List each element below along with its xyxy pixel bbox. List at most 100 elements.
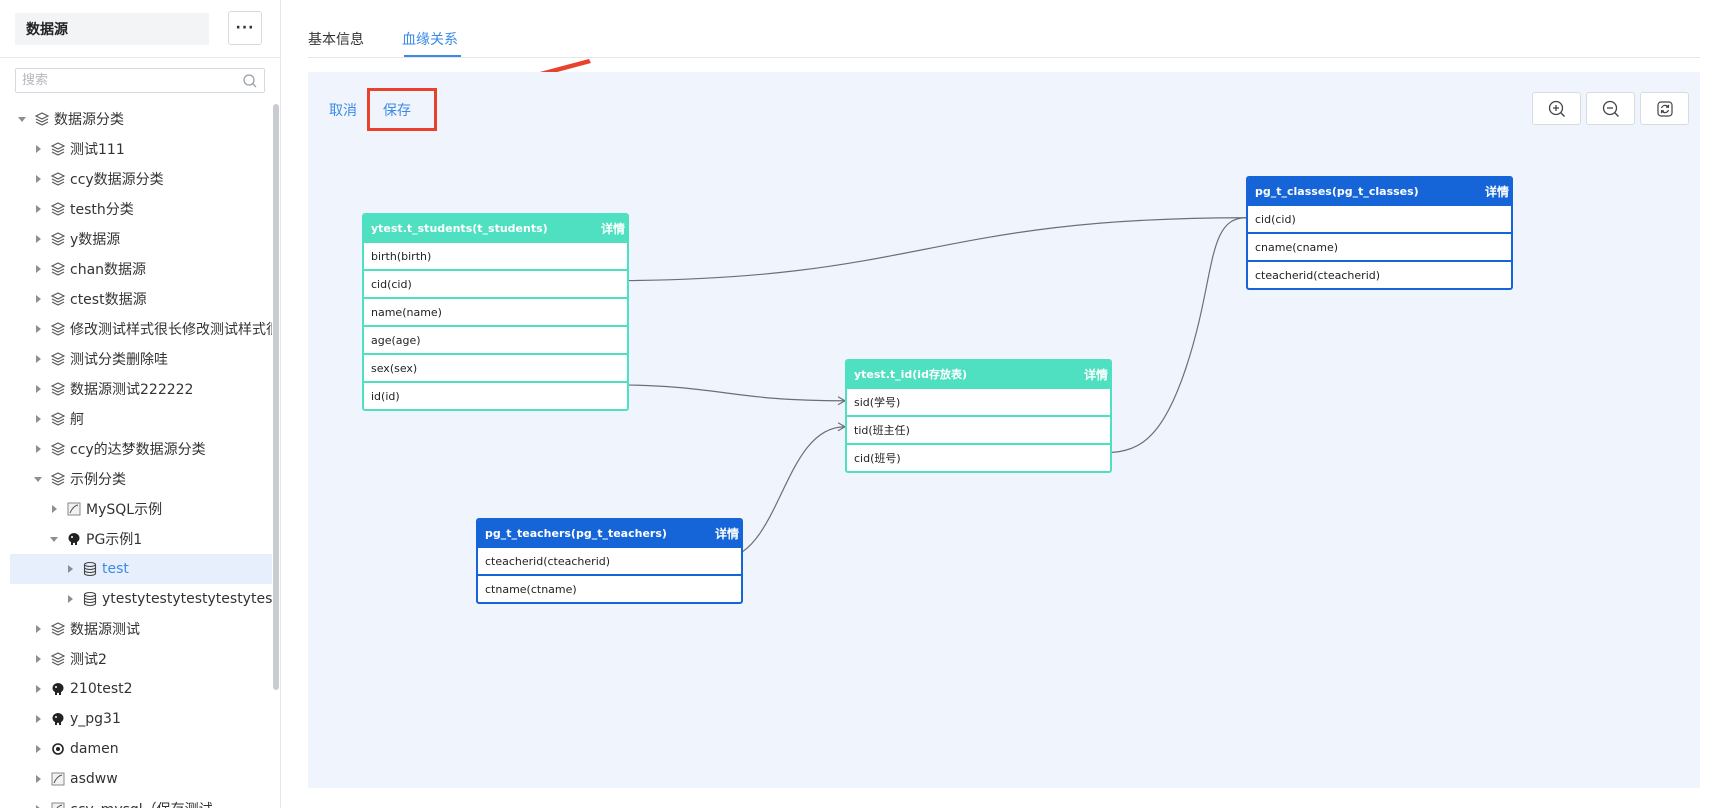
table-field-row[interactable]: ctname(ctname) (478, 574, 741, 602)
caret-right-icon[interactable] (32, 263, 44, 275)
table-node-header[interactable]: ytest.t_id(id存放表)详情 (847, 361, 1110, 387)
sidebar-scrollbar[interactable] (273, 104, 279, 690)
table-field-row[interactable]: cname(cname) (1248, 232, 1511, 260)
lineage-edge[interactable] (1086, 217, 1247, 454)
tree-item[interactable]: chan数据源 (10, 254, 272, 284)
caret-right-icon[interactable] (32, 353, 44, 365)
more-button[interactable]: ··· (228, 11, 262, 45)
tree-item[interactable]: 舸 (10, 404, 272, 434)
tree-item[interactable]: 示例分类 (10, 464, 272, 494)
tree-item[interactable]: ytestytestytestytestytestytest (10, 584, 272, 614)
tree-item-label: ytestytestytestytestytestytest (102, 591, 272, 607)
save-button[interactable]: 保存 (383, 103, 411, 119)
table-field-row[interactable]: cid(班号) (847, 443, 1110, 471)
caret-right-icon[interactable] (32, 623, 44, 635)
table-field-row[interactable]: cteacherid(cteacherid) (1248, 260, 1511, 288)
tree-item[interactable]: y数据源 (10, 224, 272, 254)
tree-item-label: test (102, 561, 129, 577)
detail-button[interactable]: 详情 (600, 221, 625, 236)
caret-right-icon[interactable] (32, 383, 44, 395)
table-field-row[interactable]: sid(学号) (847, 387, 1110, 415)
search-icon[interactable] (242, 73, 258, 89)
detail-button[interactable]: 详情 (1083, 367, 1108, 382)
caret-down-icon[interactable] (16, 113, 28, 125)
caret-right-icon[interactable] (32, 443, 44, 455)
refresh-button[interactable] (1640, 92, 1689, 125)
caret-right-icon[interactable] (32, 653, 44, 665)
tree-item[interactable]: 数据源测试 (10, 614, 272, 644)
caret-right-icon[interactable] (32, 293, 44, 305)
tree-item[interactable]: 210test2 (10, 674, 272, 704)
table-node-header[interactable]: ytest.t_students(t_students)详情 (364, 215, 627, 241)
tree-item[interactable]: ccy_mysql（保存测试 (10, 794, 272, 808)
table-field-row[interactable]: name(name) (364, 297, 627, 325)
table-field-row[interactable]: tid(班主任) (847, 415, 1110, 443)
tree-item[interactable]: PG示例1 (10, 524, 272, 554)
caret-right-icon[interactable] (32, 803, 44, 808)
tree-item[interactable]: 数据源分类 (10, 104, 272, 134)
table-node-header[interactable]: pg_t_classes(pg_t_classes) 详情 (1248, 178, 1511, 204)
tree-item-label: 210test2 (70, 681, 133, 697)
caret-right-icon[interactable] (64, 593, 76, 605)
tree-item[interactable]: 修改测试样式很长修改测试样式很 (10, 314, 272, 344)
cancel-button[interactable]: 取消 (329, 103, 357, 119)
table-field-row[interactable]: birth(birth) (364, 241, 627, 269)
tree-item-label: y_pg31 (70, 711, 121, 727)
caret-right-icon[interactable] (32, 323, 44, 335)
caret-right-icon[interactable] (32, 173, 44, 185)
tree-item[interactable]: ccy的达梦数据源分类 (10, 434, 272, 464)
caret-right-icon[interactable] (48, 503, 60, 515)
table-field-row[interactable]: sex(sex) (364, 353, 627, 381)
caret-right-icon[interactable] (32, 143, 44, 155)
table-node-title: pg_t_classes(pg_t_classes) (1255, 184, 1419, 198)
detail-button[interactable]: 详情 (714, 526, 739, 541)
table-field-row[interactable]: cid(cid) (1248, 204, 1511, 232)
search-input[interactable] (16, 69, 236, 92)
tab-lineage[interactable]: 血缘关系 (402, 32, 458, 48)
caret-right-icon[interactable] (32, 233, 44, 245)
table-node-classes[interactable]: pg_t_classes(pg_t_classes) 详情 cid(cid)cnam… (1246, 176, 1513, 290)
search-box[interactable] (15, 68, 265, 93)
tree-item[interactable]: ccy数据源分类 (10, 164, 272, 194)
caret-down-icon[interactable] (48, 533, 60, 545)
caret-right-icon[interactable] (32, 413, 44, 425)
lineage-edge[interactable] (603, 384, 846, 402)
table-node-header[interactable]: pg_t_teachers(pg_t_teachers)详情 (478, 520, 741, 546)
caret-down-icon[interactable] (32, 473, 44, 485)
zoom-out-button[interactable] (1586, 92, 1635, 125)
tree-item[interactable]: y_pg31 (10, 704, 272, 734)
tree-item[interactable]: 测试2 (10, 644, 272, 674)
tree-item[interactable]: MySQL示例 (10, 494, 272, 524)
tree-item[interactable]: asdww (10, 764, 272, 794)
table-field-row[interactable]: id(id) (364, 381, 627, 409)
tree-item[interactable]: 测试111 (10, 134, 272, 164)
detail-button[interactable]: 详情 (1484, 184, 1509, 199)
tree-item[interactable]: test (10, 554, 272, 584)
caret-right-icon[interactable] (32, 743, 44, 755)
tree-item[interactable]: testh分类 (10, 194, 272, 224)
tree-item[interactable]: damen (10, 734, 272, 764)
caret-right-icon[interactable] (32, 713, 44, 725)
tree-item[interactable]: 测试分类删除哇 (10, 344, 272, 374)
tree-item[interactable]: 数据源测试222222 (10, 374, 272, 404)
tree-item[interactable]: ctest数据源 (10, 284, 272, 314)
table-field-row[interactable]: cteacherid(cteacherid) (478, 546, 741, 574)
lineage-edge[interactable] (603, 217, 1247, 282)
layers-icon (50, 171, 66, 187)
caret-right-icon[interactable] (64, 563, 76, 575)
layers-icon (50, 381, 66, 397)
tree-item-label: PG示例1 (86, 532, 143, 548)
tab-basic-info[interactable]: 基本信息 (308, 32, 364, 48)
caret-right-icon[interactable] (32, 683, 44, 695)
table-field-row[interactable]: cid(cid) (364, 269, 627, 297)
caret-right-icon[interactable] (32, 203, 44, 215)
postgres-icon (66, 531, 82, 547)
table-field-row[interactable]: age(age) (364, 325, 627, 353)
datasource-sidebar: 数据源 ··· 数据源分类测试111ccy数据源分类testh分类y数据源cha… (0, 0, 281, 808)
caret-right-icon[interactable] (32, 773, 44, 785)
zoom-in-button[interactable] (1532, 92, 1581, 125)
